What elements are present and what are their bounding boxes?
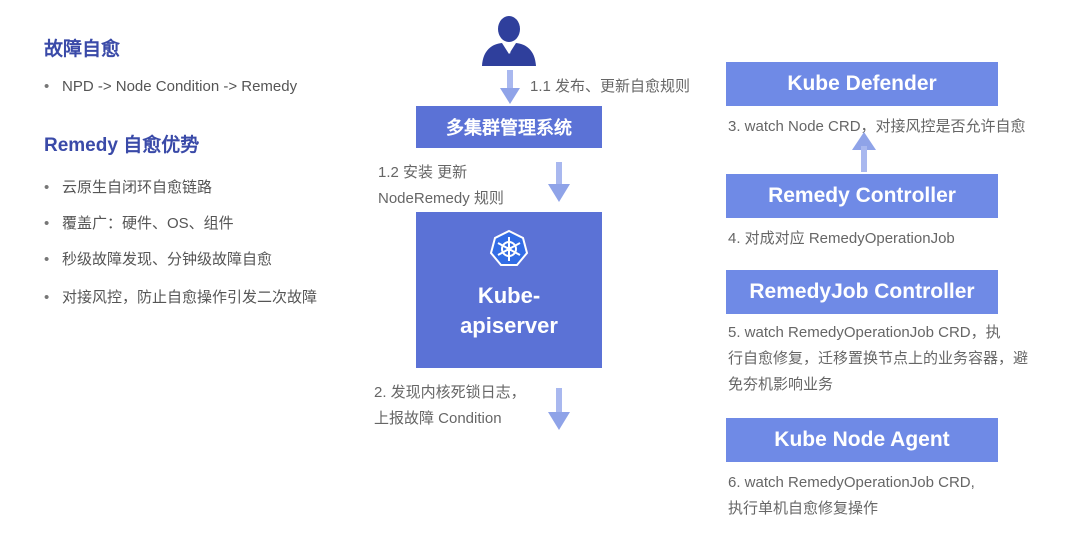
step-5-line: 5. watch RemedyOperationJob CRD，执 — [728, 324, 1001, 341]
advantage-item-text: 覆盖广：硬件、OS、组件 — [62, 215, 234, 232]
arrow-up-icon — [852, 132, 876, 172]
arrow-down-icon — [500, 70, 520, 104]
kube-apiserver-box: Kube- apiserver — [416, 212, 602, 368]
step-6-line: 执行单机自愈修复操作 — [728, 500, 879, 517]
step-6-line: 6. watch RemedyOperationJob CRD, — [728, 474, 975, 491]
arrow-down-icon — [548, 388, 570, 430]
remedyjob-controller-box: RemedyJob Controller — [726, 270, 998, 314]
remedy-controller-box: Remedy Controller — [726, 174, 998, 218]
multi-cluster-box: 多集群管理系统 — [416, 106, 602, 148]
step-2-line: 2. 发现内核死锁日志， — [374, 384, 526, 401]
step-1-2-line: NodeRemedy 规则 — [378, 190, 504, 207]
step-1-2-line: 1.2 安装 更新 — [378, 164, 468, 181]
user-icon — [482, 16, 536, 66]
step-6-caption: 6. watch RemedyOperationJob CRD, 执行单机自愈修… — [728, 470, 975, 522]
advantage-item-text: 秒级故障发现、分钟级故障自愈 — [62, 251, 273, 268]
step-5-line: 免夯机影响业务 — [728, 376, 834, 393]
step-4-caption: 4. 对成对应 RemedyOperationJob — [728, 230, 955, 247]
apiserver-label-line: apiserver — [460, 313, 558, 338]
self-heal-title: 故障自愈 — [44, 39, 121, 60]
step-5-caption: 5. watch RemedyOperationJob CRD，执 行自愈修复，… — [728, 320, 1028, 398]
step-2-caption: 2. 发现内核死锁日志， 上报故障 Condition — [374, 380, 526, 432]
advantage-item: •覆盖广：硬件、OS、组件 — [44, 215, 234, 232]
advantage-item-text: 云原生自闭环自愈链路 — [62, 179, 213, 196]
arrow-down-icon — [548, 162, 570, 202]
advantage-title: Remedy 自愈优势 — [44, 135, 200, 156]
self-heal-item-text: NPD -> Node Condition -> Remedy — [62, 78, 298, 95]
step-1-2-caption: 1.2 安装 更新 NodeRemedy 规则 — [378, 160, 504, 212]
advantage-item-text: 对接风控，防止自愈操作引发二次故障 — [62, 289, 318, 306]
self-heal-item: • NPD -> Node Condition -> Remedy — [44, 78, 297, 95]
advantage-item: •云原生自闭环自愈链路 — [44, 179, 213, 196]
step-1-1-caption: 1.1 发布、更新自愈规则 — [530, 78, 691, 95]
advantage-item: •对接风控，防止自愈操作引发二次故障 — [44, 289, 318, 306]
kube-node-agent-box: Kube Node Agent — [726, 418, 998, 462]
step-5-line: 行自愈修复，迁移置换节点上的业务容器，避 — [728, 350, 1029, 367]
advantage-item: •秒级故障发现、分钟级故障自愈 — [44, 251, 273, 268]
kube-defender-box: Kube Defender — [726, 62, 998, 106]
step-3-caption: 3. watch Node CRD，对接风控是否允许自愈 — [728, 118, 1026, 135]
step-2-line: 上报故障 Condition — [374, 410, 502, 427]
bullet-dot: • — [44, 78, 50, 95]
kubernetes-helm-icon — [489, 229, 529, 266]
apiserver-label-line: Kube- — [477, 283, 541, 308]
